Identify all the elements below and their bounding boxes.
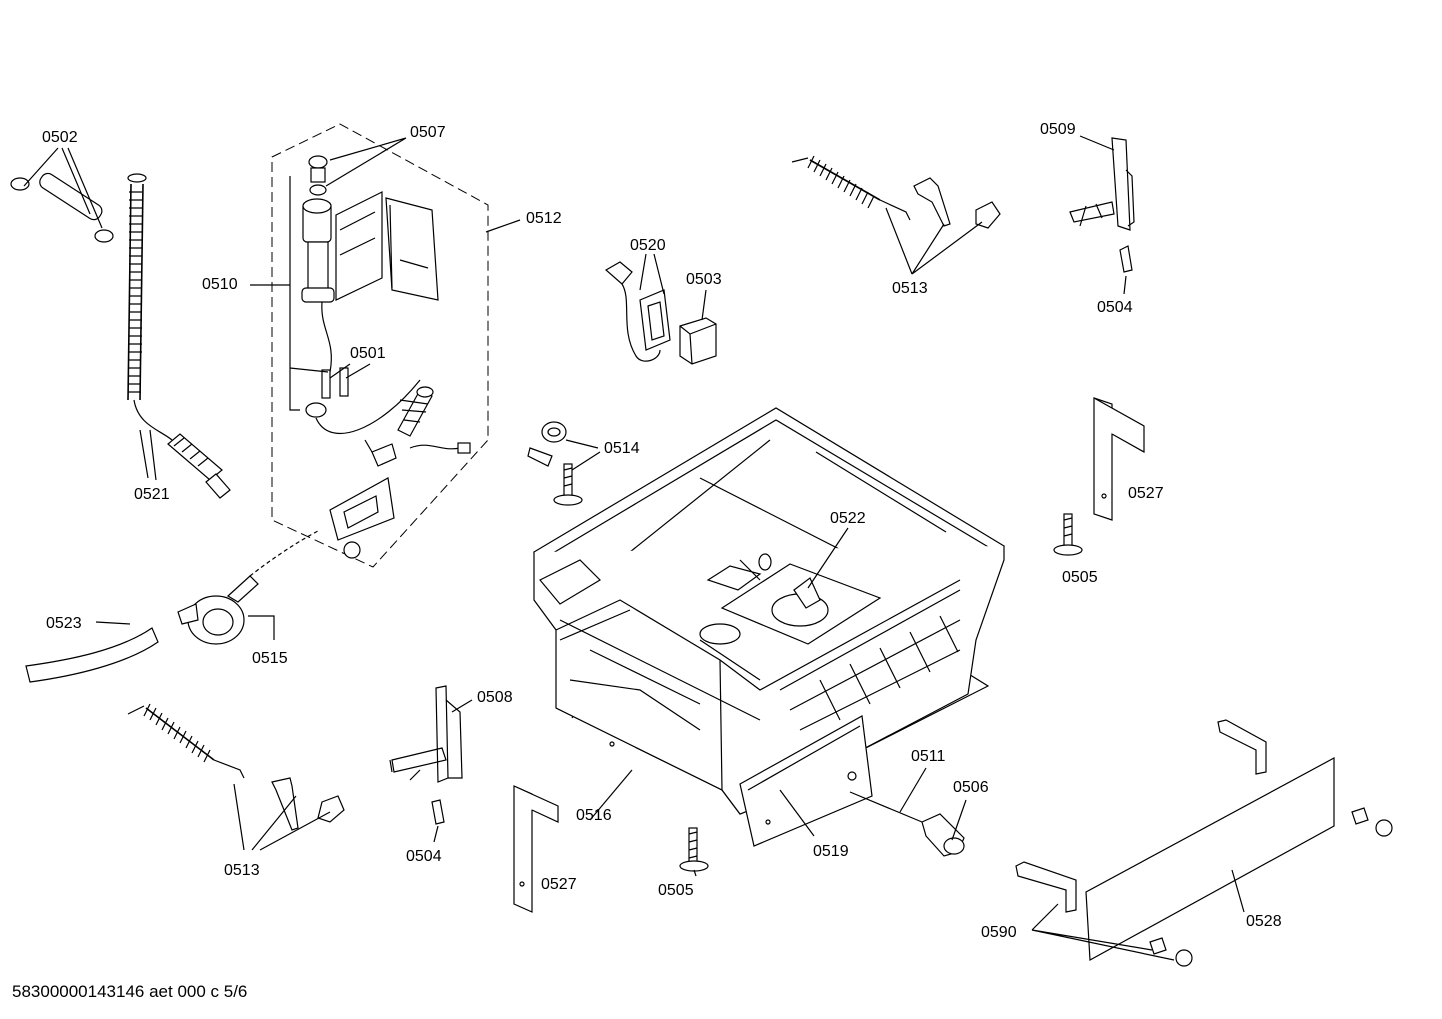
part-0508 — [389, 685, 463, 783]
label-0512: 0512 — [526, 210, 562, 227]
part-0590 — [1015, 807, 1393, 967]
label-0523: 0523 — [46, 615, 82, 632]
label-0528: 0528 — [1246, 913, 1282, 930]
main-tub-assembly — [532, 407, 1006, 815]
label-0521: 0521 — [134, 486, 170, 503]
label-0504-right: 0504 — [1097, 299, 1133, 316]
label-0513-right: 0513 — [892, 280, 928, 297]
label-0502: 0502 — [42, 129, 78, 146]
label-0527-right: 0527 — [1128, 485, 1164, 502]
part-0509 — [1069, 137, 1135, 231]
part-labels: 0502 0507 0512 0510 0501 0521 0523 0515 … — [42, 121, 1282, 941]
label-0519: 0519 — [813, 843, 849, 860]
part-0513-right — [791, 155, 1001, 229]
leader-lines — [23, 135, 1245, 961]
part-0505-right — [1053, 513, 1083, 556]
part-0523 — [25, 627, 159, 683]
part-0511 — [849, 791, 923, 823]
label-0516: 0516 — [576, 807, 612, 824]
label-0511: 0511 — [911, 748, 946, 765]
label-0510: 0510 — [202, 276, 238, 293]
part-0502 — [10, 172, 114, 243]
part-0521 — [127, 173, 231, 499]
part-0528 — [1085, 719, 1335, 961]
part-0512 — [329, 386, 471, 559]
label-0505-left: 0505 — [658, 882, 694, 899]
label-0514: 0514 — [604, 440, 640, 457]
part-0514 — [527, 421, 583, 506]
part-0504-right — [1119, 245, 1133, 273]
label-0506: 0506 — [953, 779, 989, 796]
label-0505-right: 0505 — [1062, 569, 1098, 586]
label-0509: 0509 — [1040, 121, 1076, 138]
part-0527-left — [513, 785, 559, 913]
label-0504-left: 0504 — [406, 848, 442, 865]
label-0507: 0507 — [410, 124, 446, 141]
part-0513-left — [127, 703, 345, 831]
part-0520 — [604, 261, 671, 362]
label-0503: 0503 — [686, 271, 722, 288]
part-0503 — [679, 317, 717, 365]
part-0519 — [739, 715, 873, 847]
part-0506 — [921, 813, 965, 857]
label-0515: 0515 — [252, 650, 288, 667]
part-0510 — [301, 155, 439, 435]
part-0527-right — [1093, 397, 1145, 521]
part-0504-left — [431, 799, 445, 825]
part-0505-left — [679, 827, 709, 872]
label-0522: 0522 — [830, 510, 866, 527]
label-0520: 0520 — [630, 237, 666, 254]
label-0590: 0590 — [981, 924, 1017, 941]
drawing-reference-footer: 58300000143146 aet 000 c 5/6 — [12, 982, 247, 1001]
label-0513-left: 0513 — [224, 862, 260, 879]
label-0527-left: 0527 — [541, 876, 577, 893]
label-0508: 0508 — [477, 689, 513, 706]
label-0501: 0501 — [350, 345, 386, 362]
assembly-outline-0512 — [271, 123, 489, 568]
part-0515 — [177, 529, 321, 645]
